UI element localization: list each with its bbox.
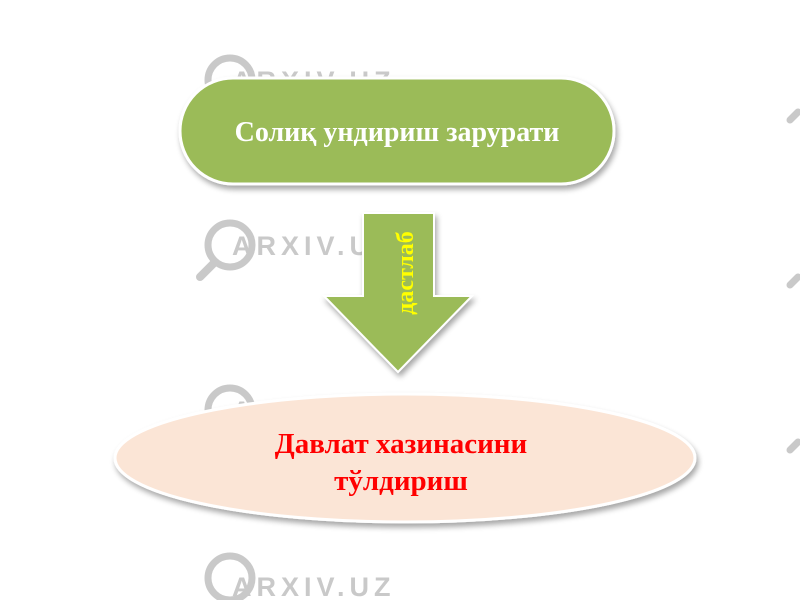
arrow-down-icon (321, 212, 475, 374)
bottom-box-label-line2: тўлдириш (334, 465, 468, 497)
magnifier-icon (204, 219, 256, 271)
top-box-shape (178, 76, 616, 186)
top-box-label: Солиқ ундириш зарурати (235, 117, 560, 148)
top-box (178, 76, 616, 186)
bottom-box (113, 392, 697, 524)
down-arrow (321, 212, 475, 374)
bottom-box-label-line1: Давлат хазинасини (275, 428, 527, 460)
arrow-label: дастлаб (393, 231, 419, 314)
bottom-ellipse-shape (113, 392, 697, 524)
watermark-4: ARXIV.UZ (204, 552, 396, 600)
magnifier-icon (204, 552, 256, 600)
watermark-text: ARXIV.UZ (232, 572, 396, 600)
